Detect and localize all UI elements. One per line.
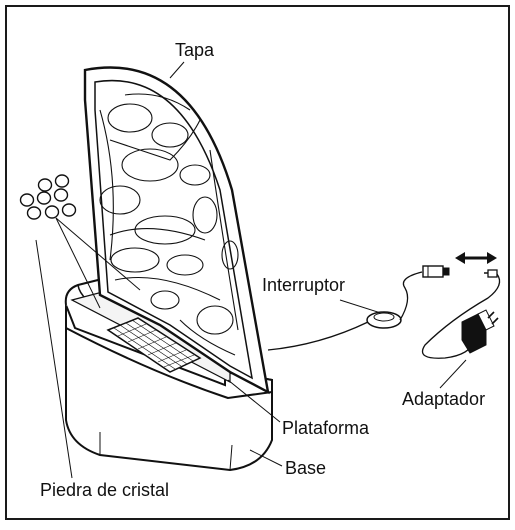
label-base: Base xyxy=(285,458,326,478)
label-tapa: Tapa xyxy=(175,40,214,60)
cable-to-switch xyxy=(268,322,368,350)
label-adaptador: Adaptador xyxy=(402,389,485,409)
cable-to-connector xyxy=(400,272,422,320)
adaptador-pointer xyxy=(440,360,466,388)
male-connector xyxy=(488,270,497,277)
female-connector xyxy=(423,266,443,277)
label-plataforma: Plataforma xyxy=(282,418,369,438)
label-piedra-de-cristal: Piedra de cristal xyxy=(40,480,169,500)
power-accessories xyxy=(268,252,500,358)
connect-arrow xyxy=(455,252,497,264)
tapa-pointer xyxy=(170,62,184,78)
crystal-stones xyxy=(21,175,76,219)
label-interruptor: Interruptor xyxy=(262,275,345,295)
switch xyxy=(367,312,401,328)
